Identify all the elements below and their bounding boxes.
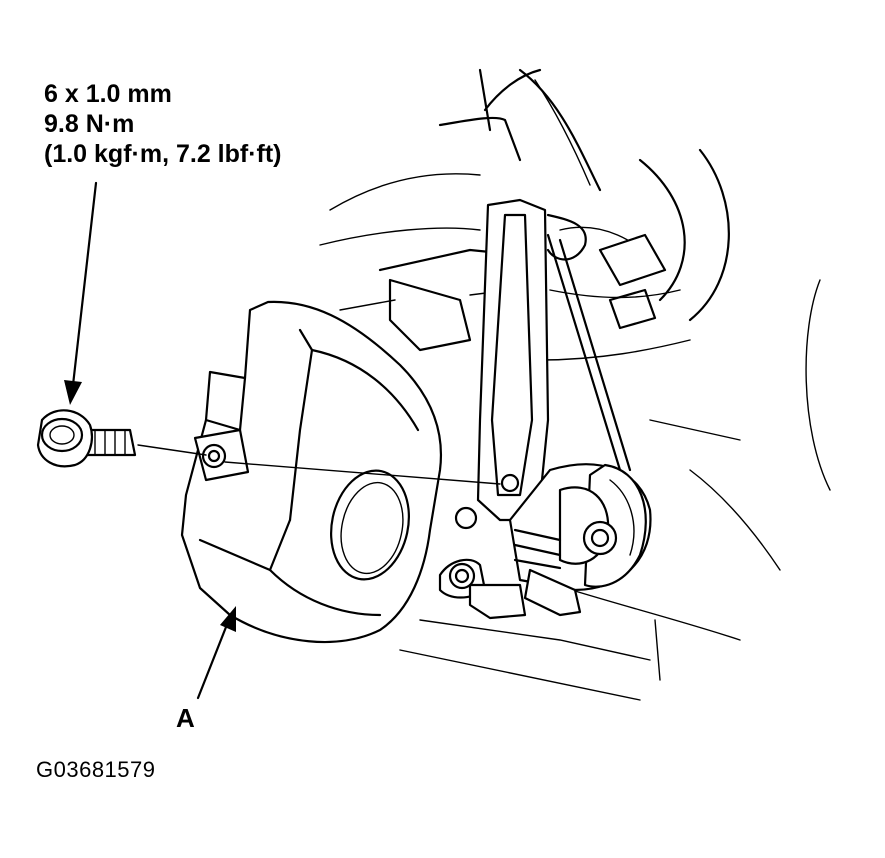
spec-arrow — [64, 181, 98, 405]
bolt-torque-alt-label: (1.0 kgf·m, 7.2 lbf·ft) — [44, 140, 282, 168]
cover-a — [180, 300, 442, 644]
figure-id-label: G03681579 — [36, 757, 156, 782]
callout-a-arrow — [196, 606, 236, 700]
bolt-alignment-lines — [137, 444, 501, 485]
bolt-torque-nm-label: 9.8 N·m — [44, 110, 135, 138]
bolt-size-label: 6 x 1.0 mm — [44, 80, 172, 108]
callout-a-label: A — [176, 703, 195, 733]
throttle-drum-assembly — [438, 463, 652, 620]
flange-bolt — [36, 409, 137, 468]
